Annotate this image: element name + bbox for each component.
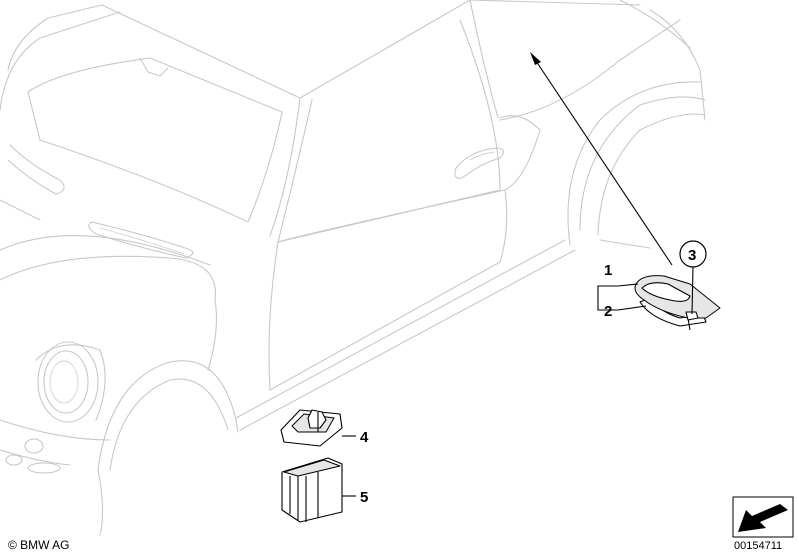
drawing-number: 00154711 (734, 540, 783, 552)
car-outline (0, 0, 706, 536)
location-arrow (530, 52, 673, 266)
copyright: © BMW AG (8, 538, 70, 552)
callout-3-marker (679, 240, 707, 315)
drawing-symbol-box (732, 496, 794, 538)
callout-5: 5 (360, 489, 368, 506)
leaders-1-2 (597, 283, 647, 311)
callout-2: 2 (604, 303, 612, 320)
callout-1: 1 (604, 262, 612, 279)
callout-3: 3 (688, 247, 696, 264)
fuel-filler-flap (634, 275, 721, 331)
direction-arrow-icon (738, 504, 788, 532)
part-4-holder (280, 409, 356, 447)
callout-4: 4 (360, 429, 369, 446)
part-5-buffer (281, 457, 356, 523)
